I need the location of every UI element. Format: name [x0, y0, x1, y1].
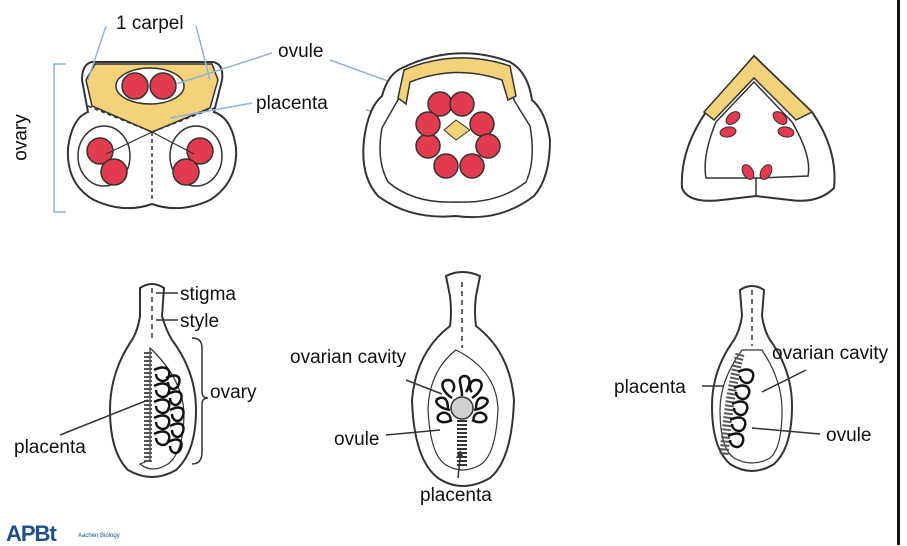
- brand-logo: APBt: [6, 521, 57, 546]
- longitudinal-section-free-central: [385, 271, 516, 487]
- label-style: style: [180, 311, 220, 332]
- brand-logo-subtext: Aachen Biology: [78, 533, 120, 539]
- label-placenta-middle: placenta: [420, 485, 492, 506]
- cross-section-parietal: [680, 54, 836, 202]
- label-ovule-right: ovule: [826, 425, 872, 446]
- label-ovarian-cavity-middle: ovarian cavity: [290, 347, 407, 368]
- ovule-loops-3: [727, 368, 755, 449]
- label-placenta-left: placenta: [14, 437, 86, 458]
- frame-right-border: [897, 0, 900, 545]
- label-ovule-middle: ovule: [334, 429, 380, 450]
- label-one-carpel: 1 carpel: [116, 13, 184, 34]
- ovule-loops-1: [153, 366, 185, 455]
- ovary-bracket: [53, 63, 66, 213]
- label-ovary-vertical: ovary: [10, 114, 32, 161]
- label-placenta-top: placenta: [256, 93, 328, 114]
- label-ovule-top: ovule: [278, 41, 324, 62]
- label-stigma: stigma: [180, 284, 236, 305]
- ovule-shape-3: [719, 111, 795, 180]
- ovary-brace: [191, 337, 209, 465]
- label-ovarian-cavity-right: ovarian cavity: [772, 343, 889, 364]
- cross-section-trilocular: [53, 25, 238, 213]
- carpel-highlight-3: [702, 54, 814, 122]
- carpel-highlight-2: [397, 57, 517, 106]
- cross-section-central: [362, 52, 552, 219]
- longitudinal-section-parietal: [702, 285, 821, 472]
- label-ovary-bottom: ovary: [210, 382, 257, 403]
- ovule-shape-2: [415, 91, 501, 179]
- longitudinal-section-marginal: [59, 283, 209, 478]
- ovule-shape: [86, 72, 214, 186]
- label-placenta-right: placenta: [614, 377, 686, 398]
- ovule-loops-2: [435, 374, 489, 424]
